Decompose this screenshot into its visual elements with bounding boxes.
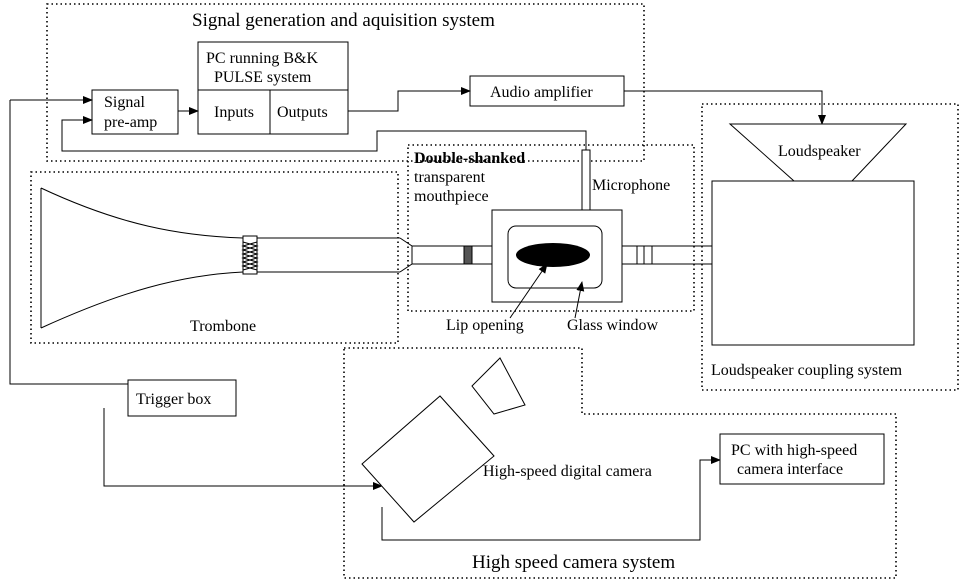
loudspeaker-enclosure — [711, 180, 915, 346]
lip-opening-label: Lip opening — [446, 317, 524, 334]
signal-system-title: Signal generation and aquisition system — [192, 10, 495, 31]
glass-window-label: Glass window — [567, 317, 659, 334]
trombone-system-boundary — [30, 171, 399, 344]
lip-opening-shape — [516, 243, 590, 267]
mouthpiece-label: Double-shanked — [414, 150, 525, 167]
camera-system-boundary — [343, 347, 897, 579]
trombone-label: Trombone — [190, 318, 256, 335]
microphone — [581, 149, 591, 211]
high-speed-camera-icon — [361, 357, 526, 523]
inputs-label: Inputs — [214, 104, 254, 121]
pc-camera-label-2: camera interface — [737, 461, 843, 478]
signal-system-boundary — [46, 3, 645, 162]
signal-preamp-box — [91, 89, 179, 135]
mouthpiece-boundary — [407, 144, 695, 312]
pc-camera-label: PC with high-speed — [731, 442, 857, 459]
pc-pulse-box — [197, 41, 349, 135]
pc-pulse-label: PC running B&K — [206, 50, 318, 67]
pc-camera-box — [719, 433, 885, 485]
microphone-label: Microphone — [592, 177, 670, 194]
mouthpiece-label-3: mouthpiece — [414, 188, 489, 205]
trigger-box-label: Trigger box — [136, 391, 211, 408]
camera-label: High-speed digital camera — [483, 463, 652, 480]
loudspeaker-system-label: Loudspeaker coupling system — [711, 362, 903, 379]
mouthpiece-label-2: transparent — [414, 169, 486, 186]
trigger-box — [127, 379, 237, 417]
outputs-label: Outputs — [277, 104, 328, 121]
signal-preamp-label-2: pre-amp — [104, 114, 157, 131]
trombone-joint — [241, 235, 259, 275]
loudspeaker-system-boundary — [701, 103, 959, 391]
trombone-bell — [40, 187, 400, 239]
audio-amplifier-label: Audio amplifier — [490, 84, 593, 101]
pc-pulse-label-2: PULSE system — [214, 69, 312, 86]
shank-marker — [463, 245, 473, 265]
signal-preamp-label: Signal — [104, 94, 145, 111]
mouthpiece-shank — [411, 245, 493, 265]
loudspeaker-label: Loudspeaker — [778, 143, 861, 160]
camera-system-label: High speed camera system — [472, 552, 675, 573]
